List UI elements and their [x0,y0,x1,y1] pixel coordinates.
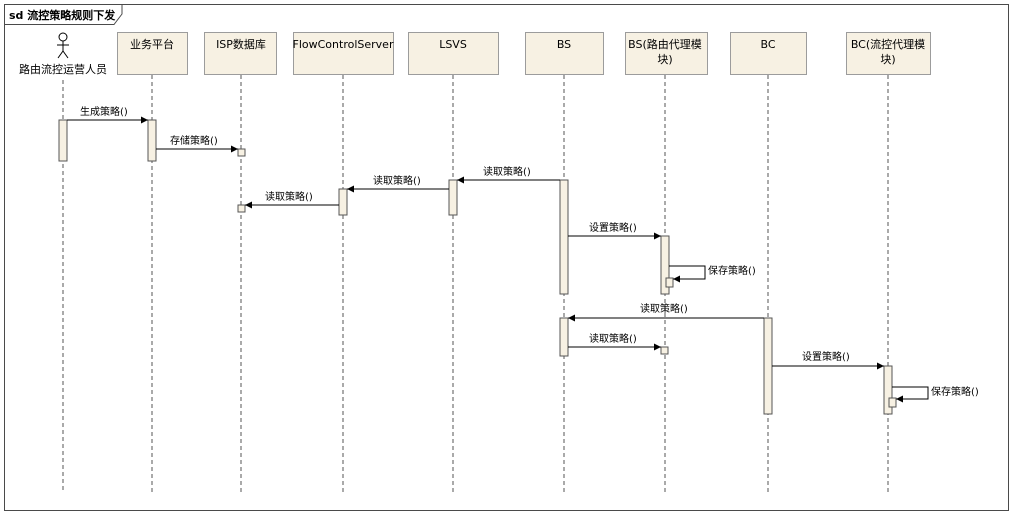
frame-title-tab [4,4,123,25]
activation-bar[interactable] [338,188,348,216]
message-label: 设置策略() [589,221,637,234]
lifeline-label: FlowControlServer [293,38,394,51]
lifeline-bc[interactable]: BC [730,32,807,75]
lifeline-lsvs[interactable]: LSVS [408,32,499,75]
message-label: 读取策略() [373,174,421,187]
message-label: 读取策略() [265,190,313,203]
lifeline-label: LSVS [439,38,467,51]
message-label: 生成策略() [80,105,128,118]
activation-bar[interactable] [237,148,246,157]
lifeline-bs[interactable]: BS [525,32,604,75]
lifeline-label: BC [760,38,775,51]
message-set-strategy-bs[interactable]: 设置策略() [568,221,661,240]
message-save-strategy-bs-self[interactable]: 保存策略() [669,264,756,283]
message-generate-strategy[interactable]: 生成策略() [67,105,148,124]
message-read-strategy-lsvs-to-fcs[interactable]: 读取策略() [347,174,449,193]
message-read-strategy-bs-to-lsvs[interactable]: 读取策略() [457,165,560,184]
activation-bar[interactable] [665,277,674,288]
message-read-strategy-bc-to-bs[interactable]: 读取策略() [568,302,764,322]
message-label: 保存策略() [931,385,979,398]
diagram-frame [4,4,1009,511]
message-save-strategy-bc-self[interactable]: 保存策略() [892,385,979,403]
activation-bar[interactable] [448,179,458,216]
lifeline-isp-database[interactable]: ISP数据库 [204,32,277,75]
message-read-strategy-fcs-to-isp[interactable]: 读取策略() [245,190,339,209]
activation-bar[interactable] [883,365,893,415]
actor-operator[interactable]: 路由流控运营人员 [19,32,107,76]
lifeline-label: ISP数据库 [216,37,266,51]
message-label: 设置策略() [802,350,850,363]
lifeline-bs-routing-agent[interactable]: BS(路由代理模 块) [625,32,708,75]
activation-bar[interactable] [147,119,157,162]
activation-bar[interactable] [58,119,68,162]
lifeline-label-line-1: BS(路由代理模 [628,37,702,51]
actor-stick-figure-icon [57,32,69,59]
message-label: 保存策略() [708,264,756,277]
lifeline-business-platform[interactable]: 业务平台 [117,32,188,75]
activation-bar[interactable] [237,204,246,213]
frame-title: sd 流控策略规则下发 [9,8,116,22]
activation-bar[interactable] [559,317,569,357]
activation-bar[interactable] [559,179,569,295]
activation-bar[interactable] [660,346,669,355]
lifeline-label-line-1: BC(流控代理模 [851,37,925,51]
message-label: 读取策略() [483,165,531,178]
lifeline-label: 业务平台 [130,37,174,51]
activation-bar[interactable] [660,235,670,295]
activation-bar[interactable] [888,397,897,408]
message-label: 读取策略() [589,332,637,345]
actor-label: 路由流控运营人员 [19,62,107,76]
message-read-strategy-bs-to-agent[interactable]: 读取策略() [568,332,661,351]
lifeline-bc-flow-control-agent[interactable]: BC(流控代理模 块) [846,32,931,75]
message-label: 读取策略() [640,302,688,315]
message-store-strategy[interactable]: 存储策略() [156,134,238,153]
lifeline-label-line-2: 块) [657,53,672,66]
activation-bar[interactable] [763,317,773,415]
lifeline-label: BS [557,38,571,51]
lifeline-flow-control-server[interactable]: FlowControlServer [293,32,394,75]
message-set-strategy-bc[interactable]: 设置策略() [772,350,884,370]
lifeline-label-line-2: 块) [880,53,895,66]
message-label: 存储策略() [170,134,218,147]
